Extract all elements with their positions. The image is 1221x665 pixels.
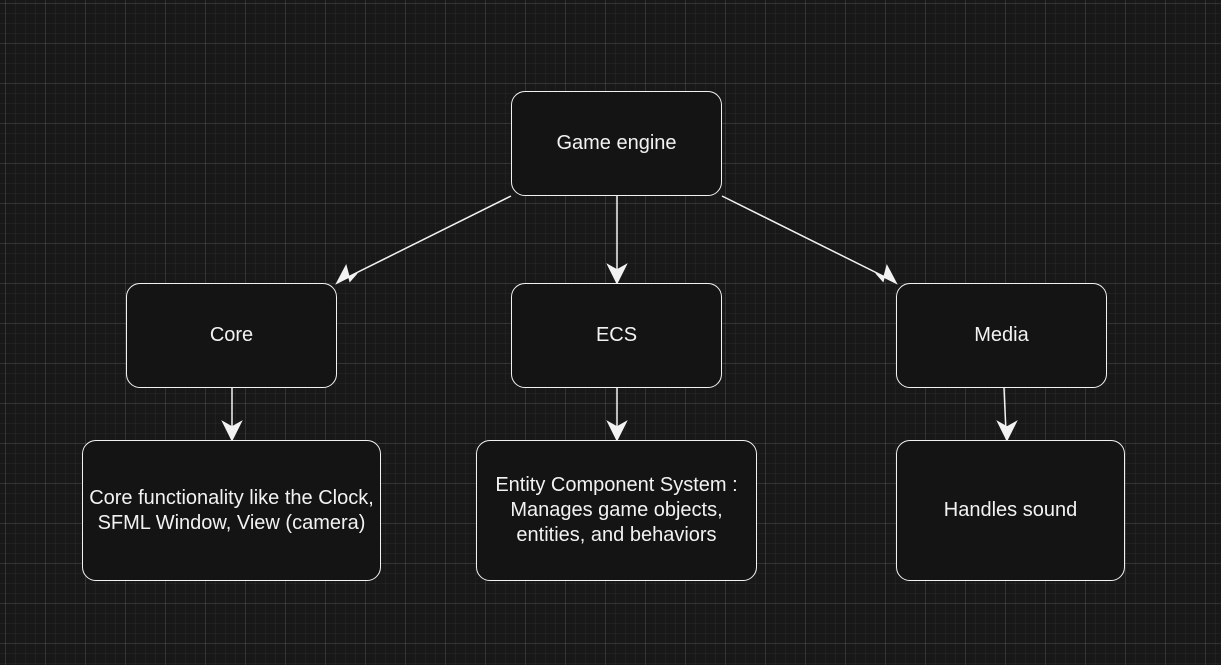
node-core-description-label: Core functionality like the Clock, SFML …: [89, 486, 374, 534]
arrowhead-core: [335, 263, 358, 285]
node-core-label: Core: [209, 324, 254, 346]
node-media[interactable]: Media: [896, 283, 1107, 388]
node-media-description[interactable]: Handles sound: [896, 440, 1125, 581]
arrowhead-ecs-desc: [606, 420, 628, 442]
node-core-description[interactable]: Core functionality like the Clock, SFML …: [82, 440, 381, 581]
edge-engine-to-core: [345, 195, 512, 279]
arrowhead-media: [875, 263, 898, 285]
arrowhead-media-desc: [996, 420, 1018, 442]
node-ecs-label: ECS: [595, 324, 638, 346]
edge-media-to-media-desc: [1003, 387, 1007, 433]
node-ecs-description[interactable]: Entity Component System : Manages game o…: [476, 440, 757, 581]
node-game-engine[interactable]: Game engine: [511, 91, 722, 196]
node-ecs-description-label: Entity Component System : Manages game o…: [495, 474, 738, 546]
arrowhead-ecs: [606, 263, 628, 285]
arrowhead-core-desc: [221, 420, 243, 442]
node-core[interactable]: Core: [126, 283, 337, 388]
node-media-label: Media: [974, 324, 1029, 346]
edge-engine-to-media: [721, 195, 888, 279]
node-game-engine-label: Game engine: [556, 132, 677, 154]
node-ecs[interactable]: ECS: [511, 283, 722, 388]
node-media-description-label: Handles sound: [943, 499, 1078, 521]
